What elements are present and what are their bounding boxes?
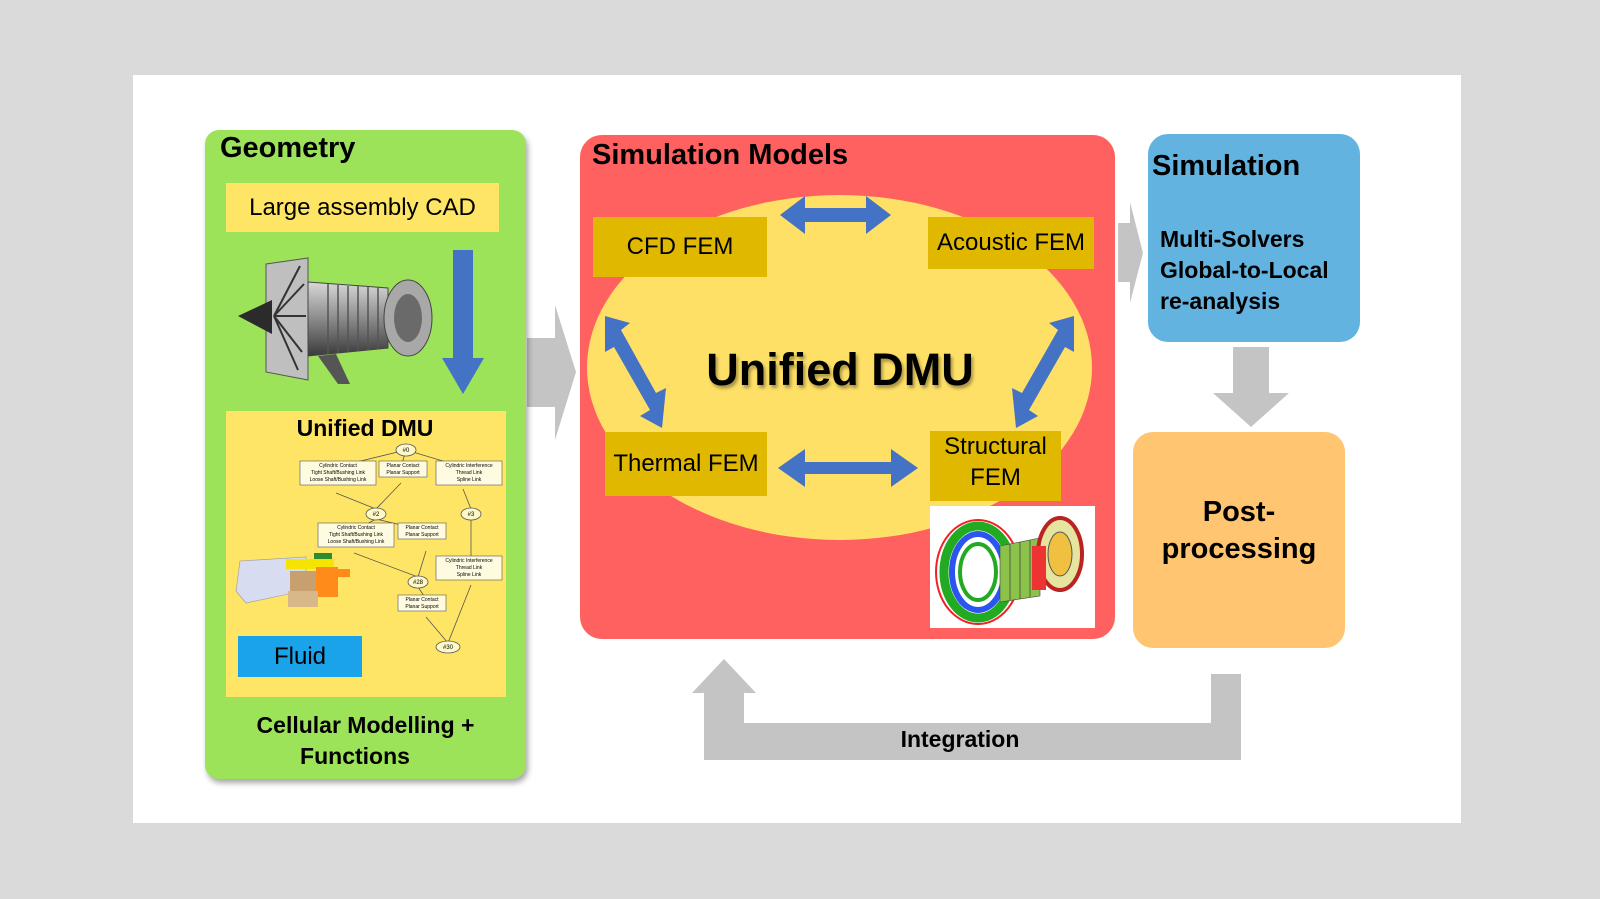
- graph-box-text: Tight Shaft/Bushing Link: [311, 470, 366, 476]
- graph-node: [407, 575, 429, 589]
- graph-box: [299, 460, 377, 486]
- graph-box-text: Cylindric Interference: [445, 558, 492, 564]
- fem-arrows: [605, 196, 1074, 487]
- graph-node-label: #0: [403, 448, 410, 454]
- graph-box-text: Planar Contact: [405, 597, 439, 603]
- graph-box-text: Thread Link: [456, 470, 483, 476]
- graph-node: [435, 640, 461, 654]
- graph-box: [397, 522, 447, 540]
- thermal-fem-box: Thermal FEM: [605, 432, 767, 496]
- graph-node-label: #3: [468, 512, 475, 518]
- graph-box-text: Spline Link: [457, 477, 482, 483]
- models-to-simulation-arrow: [1118, 202, 1143, 303]
- graph-box-text: Spline Link: [457, 572, 482, 578]
- thermal-structural-arrow: [778, 449, 918, 487]
- graph-box-text: Thread Link: [456, 565, 483, 571]
- graph-box-text: Planar Support: [386, 470, 420, 476]
- acoustic-structural-arrow: [1012, 316, 1074, 428]
- engine-cad-image: [238, 257, 433, 384]
- graph-box-text: Cylindric Contact: [319, 463, 357, 469]
- post-processing-line2: processing: [1161, 532, 1317, 565]
- graph-node-label: #28: [413, 580, 424, 586]
- graph-box-text: Tight Shaft/Bushing Link: [329, 532, 384, 538]
- graph-box-text: Planar Contact: [386, 463, 420, 469]
- graph-box-text: Planar Support: [405, 532, 439, 538]
- graph-box: [317, 522, 395, 548]
- integration-loop-arrow: [692, 659, 1241, 760]
- geometry-footer-line2: Functions: [300, 742, 410, 769]
- post-processing-line1: Post-: [1202, 495, 1276, 528]
- graph-node: [365, 507, 387, 521]
- dmu-graph: #0 #2 #3 #28 #30 Cylindric Contact Tight…: [235, 443, 503, 654]
- geometry-footer-line1: Cellular Modelling +: [256, 711, 475, 738]
- cad-label: Large assembly CAD: [226, 183, 499, 232]
- geometry-title: Geometry: [220, 132, 356, 164]
- fluid-label: Fluid: [238, 636, 362, 677]
- graph-box: [435, 460, 503, 486]
- simulation-line2: Global-to-Local: [1160, 257, 1329, 283]
- simulation-models-title: Simulation Models: [592, 139, 849, 171]
- cfd-fem-box: CFD FEM: [593, 217, 767, 277]
- graph-box-text: Loose Shaft/Bushing Link: [328, 539, 385, 545]
- graph-box-text: Cylindric Contact: [337, 525, 375, 531]
- graph-box: [378, 460, 428, 478]
- unified-dmu-center-label: Unified DMU: [706, 344, 974, 395]
- simulation-line1: Multi-Solvers: [1160, 226, 1305, 252]
- simulation-title: Simulation: [1152, 150, 1301, 182]
- structural-mesh-image: [930, 506, 1095, 628]
- simulation-line3: re-analysis: [1160, 288, 1281, 314]
- simulation-to-post-arrow: [1213, 347, 1289, 427]
- graph-box-text: Planar Support: [405, 604, 439, 610]
- cellular-parts-sketch: [235, 553, 350, 607]
- structural-fem-line2: FEM: [970, 464, 1021, 491]
- cfd-thermal-arrow: [605, 316, 666, 428]
- simulation-panel: [1148, 134, 1360, 342]
- structural-fem-line1: Structural: [944, 433, 1047, 460]
- graph-node: [460, 507, 482, 521]
- graph-node-label: #2: [373, 512, 380, 518]
- integration-label: Integration: [900, 725, 1020, 752]
- graph-box-text: Cylindric Interference: [445, 463, 492, 469]
- graph-box-text: Loose Shaft/Bushing Link: [310, 477, 367, 483]
- graph-node: [395, 443, 417, 457]
- cfd-acoustic-arrow: [780, 196, 891, 234]
- graph-box-text: Planar Contact: [405, 525, 439, 531]
- graph-box: [397, 594, 447, 612]
- geometry-to-models-arrow: [527, 305, 576, 440]
- graph-node-label: #30: [443, 645, 454, 651]
- structural-fem-box: Structural FEM: [930, 431, 1061, 501]
- graph-box: [435, 555, 503, 581]
- dmu-graph-title: Unified DMU: [296, 414, 434, 441]
- acoustic-fem-box: Acoustic FEM: [928, 217, 1094, 269]
- cad-to-dmu-arrow: [442, 250, 484, 394]
- post-processing-panel: [1133, 432, 1345, 648]
